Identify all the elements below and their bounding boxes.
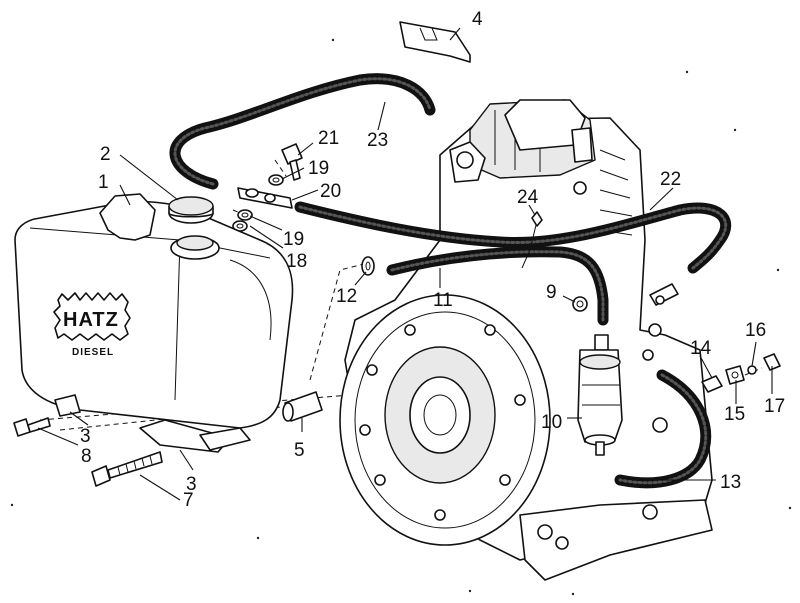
callout-17: 17 [764, 396, 785, 417]
callout-16: 16 [745, 320, 766, 341]
callout-5: 5 [294, 440, 305, 461]
callout-20: 20 [320, 181, 341, 202]
engine-block [339, 99, 713, 581]
callout-14: 14 [690, 338, 712, 359]
fuel-filter [577, 334, 623, 456]
short-screw [13, 417, 51, 437]
callout-4: 4 [472, 9, 483, 30]
grommet [361, 256, 375, 276]
callout-labels: 1 2 3 3 4 5 7 8 9 10 11 12 13 14 15 16 1… [80, 9, 785, 511]
fuel-hose [386, 246, 609, 326]
callout-2: 2 [100, 144, 111, 165]
callout-3b: 3 [186, 474, 197, 495]
callout-11: 11 [433, 290, 453, 311]
banjo-union [237, 187, 293, 209]
leader-lines [37, 27, 773, 501]
callout-13: 13 [720, 472, 741, 493]
callout-10: 10 [541, 412, 562, 433]
feed-hose [169, 73, 436, 190]
fuel-tank: HATZ DIESEL [14, 193, 294, 453]
callout-8: 8 [81, 446, 92, 467]
callout-23: 23 [367, 130, 388, 151]
callout-15: 15 [724, 404, 745, 425]
sleeve [701, 375, 723, 393]
long-screw [91, 451, 163, 487]
hose-clamp [521, 211, 543, 269]
callout-9: 9 [546, 282, 557, 303]
callout-18: 18 [286, 251, 307, 272]
fitting [725, 365, 745, 385]
spacer-sleeve [282, 391, 323, 422]
tank-cap [168, 196, 214, 224]
tank-logo-text: HATZ [63, 309, 119, 331]
return-hose [614, 369, 712, 489]
callout-3: 3 [80, 426, 91, 447]
callout-24: 24 [517, 187, 539, 208]
seal-ring-lower [232, 209, 253, 232]
seal-ring-upper [268, 174, 284, 186]
connector-fitting [649, 283, 679, 306]
callout-22: 22 [660, 169, 681, 190]
callout-19: 19 [308, 158, 329, 179]
hose-clip-bracket [399, 21, 471, 63]
banjo-fitting [572, 296, 588, 312]
print-speckles [10, 38, 792, 596]
callout-7: 7 [183, 490, 194, 511]
nipple [763, 353, 781, 371]
washer [747, 365, 757, 375]
callout-21: 21 [318, 128, 339, 149]
tank-logo-subtext: DIESEL [72, 347, 114, 358]
upper-hose [294, 201, 732, 274]
callout-12: 12 [336, 286, 357, 307]
callout-19b: 19 [283, 229, 304, 250]
callout-1: 1 [98, 172, 109, 193]
